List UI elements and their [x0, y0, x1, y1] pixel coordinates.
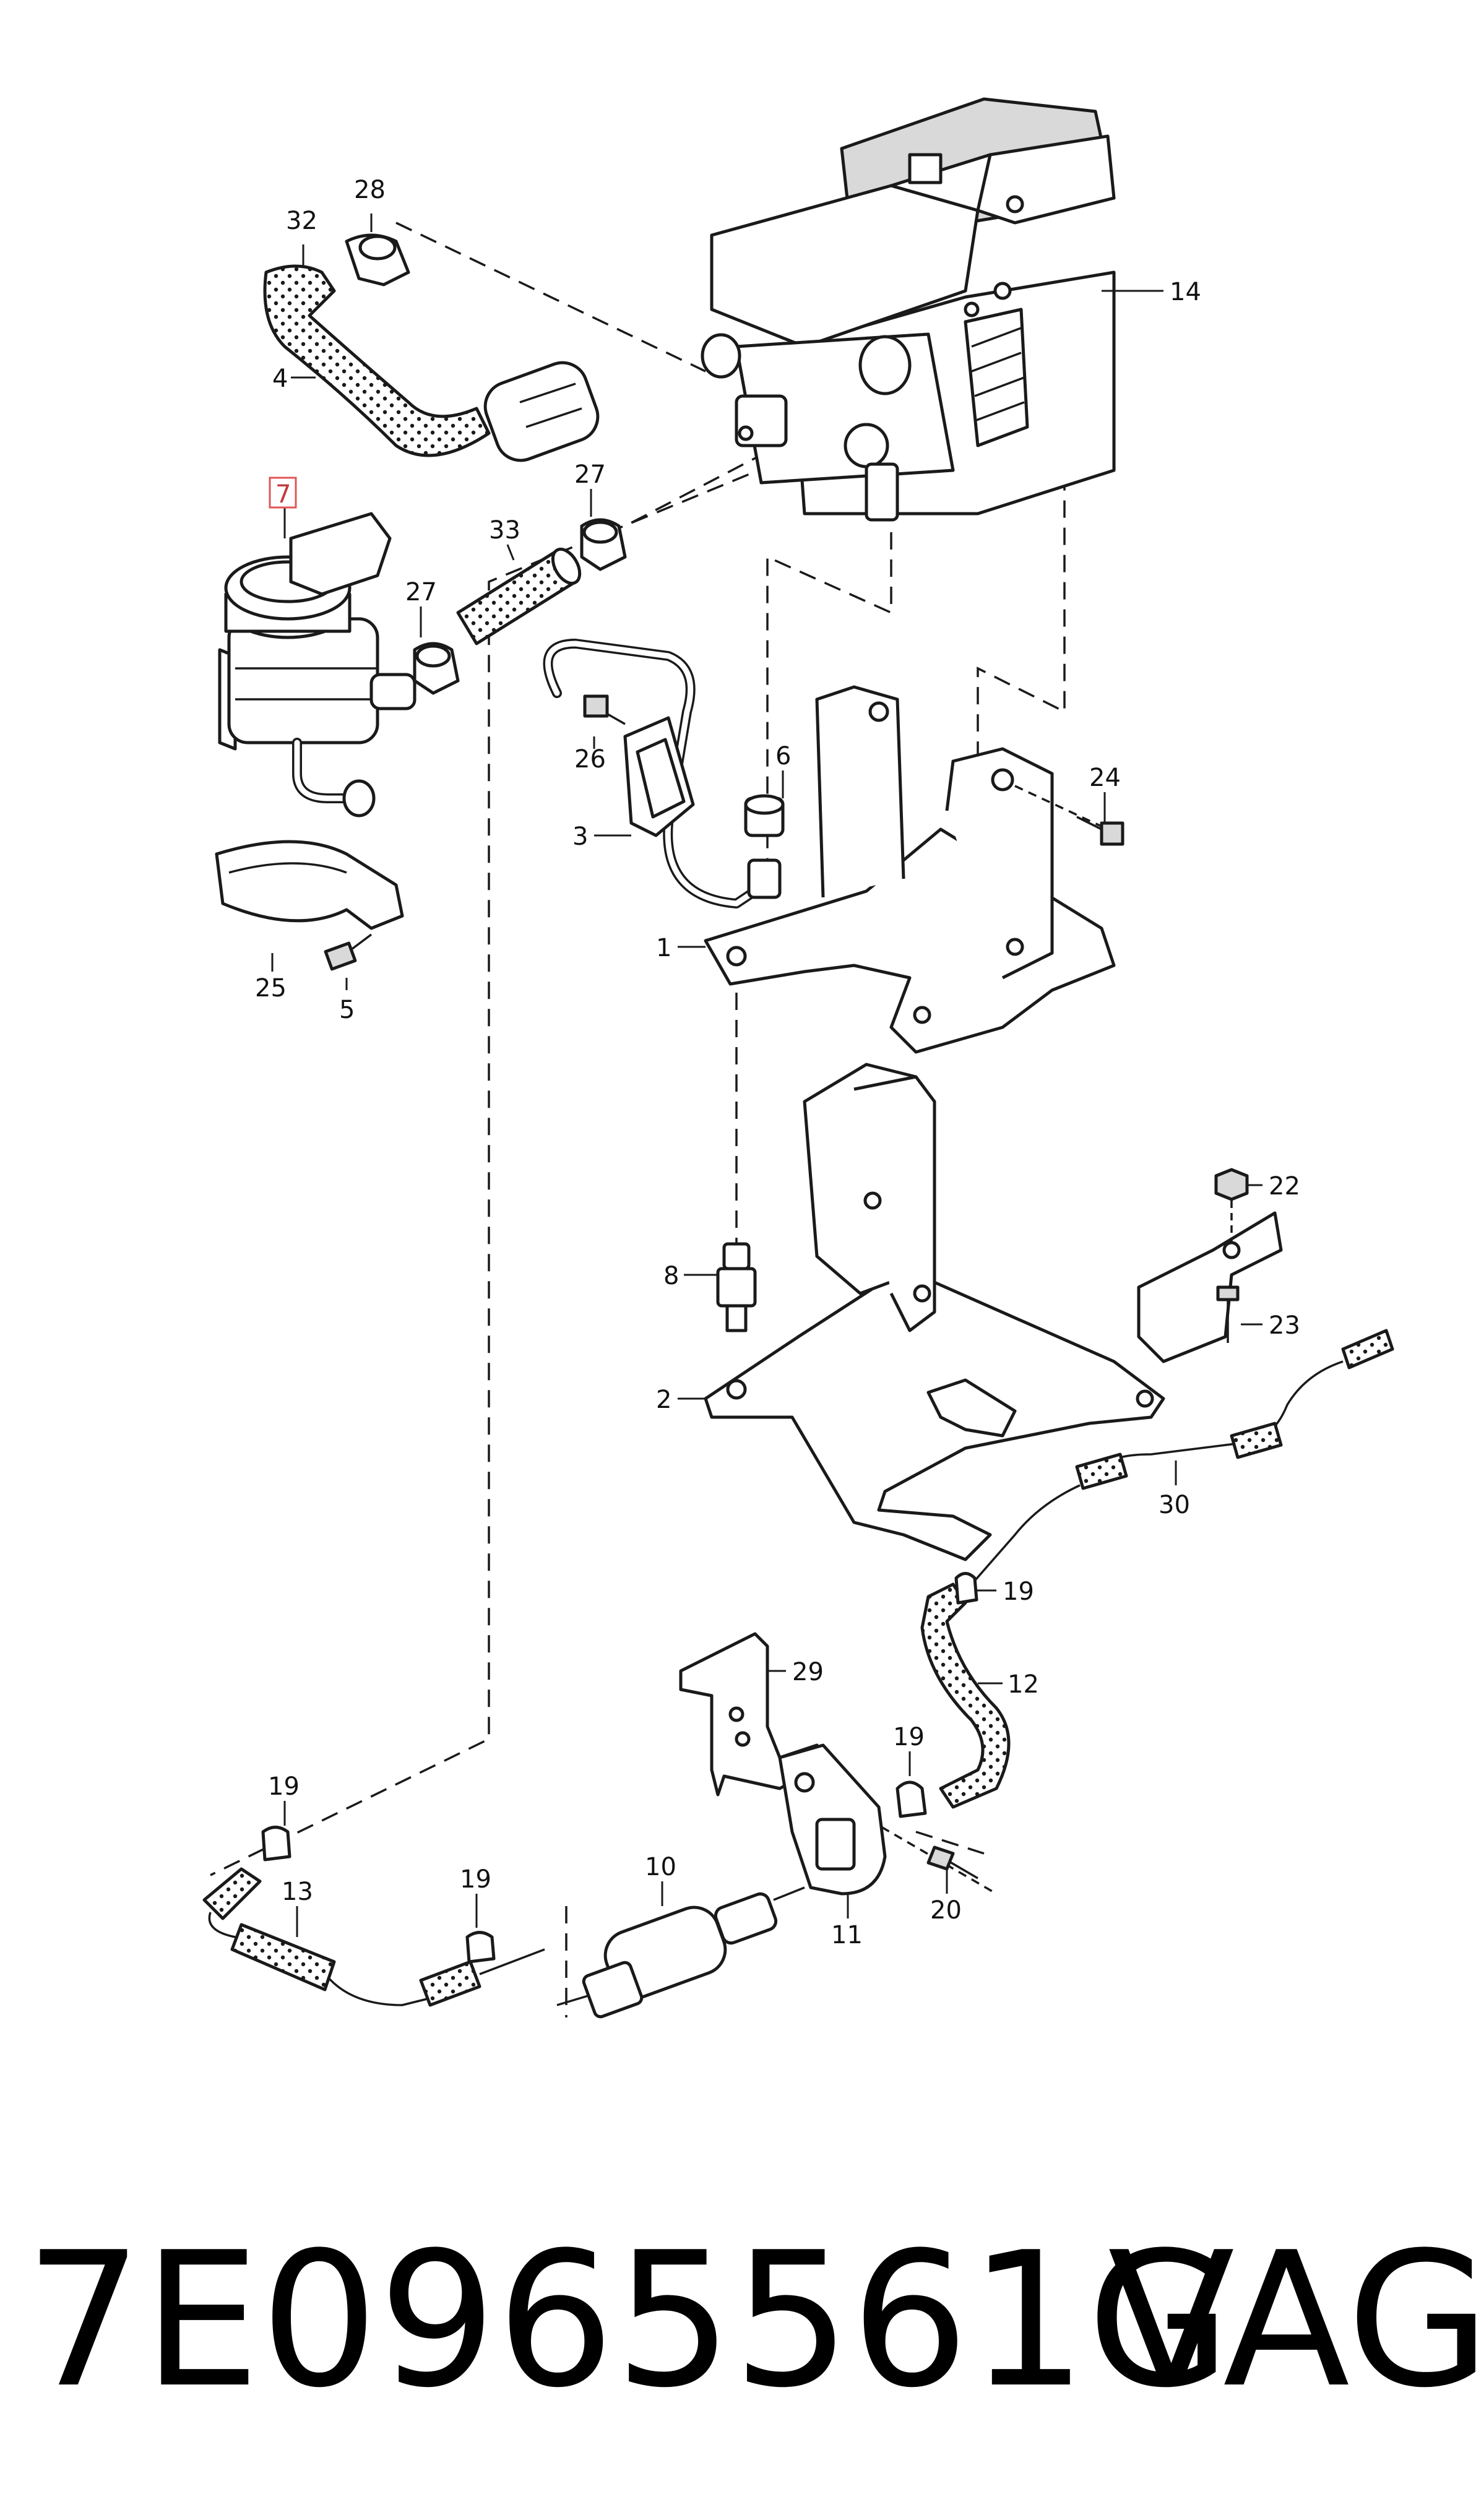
part-number: 7E0965561G [25, 2212, 1231, 2428]
clamp-19-d [465, 1931, 496, 1964]
sensor-8 [716, 1242, 757, 1332]
callout-23: 23 [1269, 1311, 1300, 1340]
callout-13: 13 [282, 1878, 313, 1906]
hose-4 [263, 233, 600, 462]
callout-30: 30 [1159, 1491, 1190, 1519]
callout-32: 32 [286, 207, 317, 235]
callout-27-lower: 27 [405, 578, 437, 606]
callout-10: 10 [645, 1853, 676, 1881]
callout-7: 7 [275, 480, 291, 509]
callout-5: 5 [339, 996, 355, 1024]
hose-12 [920, 1582, 1011, 1809]
footer: 7E0965561G VAG [0, 2191, 1476, 2451]
hose-33 [456, 548, 582, 645]
bracket-2 [704, 1063, 1283, 1561]
clamp-19-b [896, 1780, 927, 1818]
callout-27-upper: 27 [574, 460, 606, 489]
callout-4: 4 [272, 365, 288, 393]
clamp-27-lower [413, 642, 460, 695]
callout-1: 1 [656, 934, 671, 962]
clamp-19-c [261, 1826, 291, 1862]
callout-33: 33 [489, 516, 520, 545]
heater-unit [701, 97, 1116, 522]
callout-12: 12 [1008, 1670, 1039, 1699]
callout-19-b: 19 [893, 1723, 925, 1751]
callout-8: 8 [663, 1262, 679, 1290]
callout-19-c: 19 [268, 1772, 300, 1801]
callout-22: 22 [1269, 1172, 1300, 1201]
callout-29: 29 [792, 1658, 824, 1686]
brand-name: VAG [1108, 2212, 1476, 2428]
callout-24: 24 [1089, 764, 1121, 792]
nut-22 [1214, 1168, 1249, 1244]
pump-holder-11 [778, 1743, 887, 1896]
clamp-6 [744, 794, 785, 899]
callout-2: 2 [656, 1386, 671, 1414]
callout-26: 26 [574, 745, 606, 774]
pump-strap [215, 840, 404, 930]
assembly-dashed-lines [210, 222, 1066, 2017]
bolt-5 [324, 933, 373, 971]
callout-19-a: 19 [1003, 1577, 1034, 1606]
callout-19-d: 19 [460, 1865, 491, 1894]
coolant-pipe-3 [543, 639, 760, 908]
callout-28: 28 [354, 176, 386, 204]
callout-25: 25 [255, 974, 287, 1003]
clamp-19-a [954, 1572, 978, 1605]
bolt-23 [1216, 1285, 1240, 1343]
fuel-line-30 [970, 1329, 1394, 1586]
leader-lines [271, 214, 1262, 1937]
bolt-26 [583, 694, 626, 725]
callout-labels: 14 28 32 4 7 27 33 27 26 3 6 24 1 25 5 2… [255, 176, 1300, 1949]
callout-6: 6 [775, 742, 791, 770]
callout-7-box [269, 477, 297, 509]
bolt-24 [1014, 785, 1124, 846]
fuel-line-13 [202, 1867, 545, 2007]
clamp-27-upper [580, 518, 627, 571]
dosing-pump-10 [556, 1886, 805, 2019]
callout-3: 3 [572, 822, 588, 851]
callout-14: 14 [1170, 278, 1201, 306]
bracket-1 [704, 685, 1116, 1054]
callout-11: 11 [831, 1921, 863, 1949]
callout-20: 20 [930, 1896, 962, 1925]
circulation-pump [218, 512, 416, 818]
